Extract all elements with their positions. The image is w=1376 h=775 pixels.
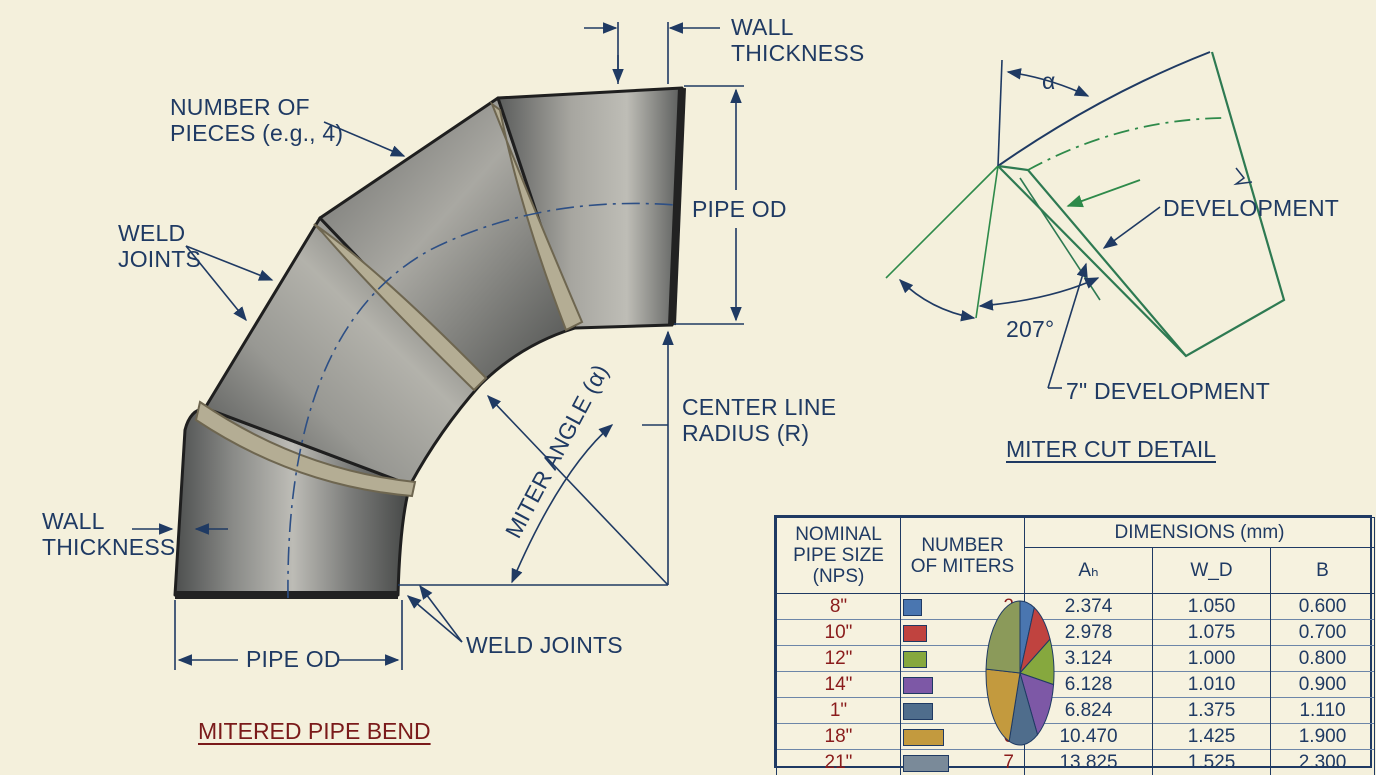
pie-slice — [986, 601, 1020, 673]
cell-a: 13.825 — [1025, 750, 1153, 775]
cell-b: 1.110 — [1271, 698, 1375, 724]
cell-w: 1.425 — [1153, 724, 1271, 750]
cell-w: 1.050 — [1153, 594, 1271, 620]
header-dimensions: DIMENSIONS (mm) — [1025, 518, 1375, 548]
cell-b: 1.900 — [1271, 724, 1375, 750]
header-nps: NOMINAL PIPE SIZE (NPS) — [777, 518, 901, 594]
cell-nps: 21" — [777, 750, 901, 775]
detail-7in-development-label: 7" DEVELOPMENT — [1066, 378, 1270, 404]
detail-angle-label: 207° — [1006, 316, 1054, 342]
header-w: W_D — [1153, 548, 1271, 594]
dimensions-table: NOMINAL PIPE SIZE (NPS) NUMBER OF MITERS… — [774, 515, 1372, 768]
miters-bar — [903, 599, 922, 616]
pipe-od-label-bottom: PIPE OD — [246, 646, 341, 672]
cell-w: 1.000 — [1153, 646, 1271, 672]
cell-nps: 10" — [777, 620, 901, 646]
cell-nps: 8" — [777, 594, 901, 620]
miters-value: 7 — [1003, 752, 1014, 774]
center-line-radius-label: CENTER LINE RADIUS (R) — [682, 394, 836, 446]
wall-thickness-label-left: WALL THICKNESS — [42, 508, 175, 560]
cell-miters: 7 — [901, 750, 1025, 775]
pipe-od-label-right: PIPE OD — [692, 196, 787, 222]
weld-joints-label-left: WELD JOINTS — [118, 220, 201, 272]
miters-bar — [903, 729, 944, 746]
cell-w: 1.010 — [1153, 672, 1271, 698]
cell-b: 0.900 — [1271, 672, 1375, 698]
cell-b: 2.300 — [1271, 750, 1375, 775]
cell-nps: 14" — [777, 672, 901, 698]
miters-pie-chart — [984, 599, 1056, 747]
header-a: Aₕ — [1025, 548, 1153, 594]
miters-bar — [903, 677, 933, 694]
miters-bar — [903, 703, 933, 720]
header-b: B — [1271, 548, 1375, 594]
cell-w: 1.525 — [1153, 750, 1271, 775]
cell-b: 0.600 — [1271, 594, 1375, 620]
detail-title: MITER CUT DETAIL — [1006, 436, 1216, 463]
wall-thickness-label-top: WALL THICKNESS — [731, 14, 864, 66]
detail-development-label: DEVELOPMENT — [1163, 195, 1339, 221]
number-of-pieces-label: NUMBER OF PIECES (e.g., 4) — [170, 94, 343, 146]
bend-title: MITERED PIPE BEND — [198, 718, 431, 745]
detail-alpha-label: α — [1042, 68, 1056, 94]
weld-joints-label-bottom: WELD JOINTS — [466, 632, 623, 658]
cell-b: 0.700 — [1271, 620, 1375, 646]
cell-nps: 18" — [777, 724, 901, 750]
miters-bar — [903, 625, 927, 642]
cell-w: 1.375 — [1153, 698, 1271, 724]
cell-b: 0.800 — [1271, 646, 1375, 672]
miters-bar — [903, 755, 949, 772]
cell-w: 1.075 — [1153, 620, 1271, 646]
header-miters: NUMBER OF MITERS — [901, 518, 1025, 594]
cell-nps: 12" — [777, 646, 901, 672]
cell-nps: 1" — [777, 698, 901, 724]
miters-bar — [903, 651, 927, 668]
